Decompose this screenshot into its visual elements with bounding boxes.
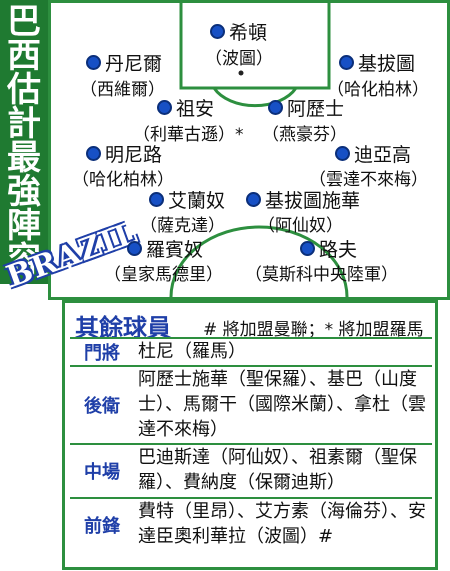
player-dot-icon xyxy=(246,192,261,207)
player-club: （莫斯科中央陸軍） xyxy=(245,265,398,285)
reserves-row-label: 中場 xyxy=(84,462,120,483)
reserves-row-players: 杜尼（羅馬） xyxy=(138,341,246,362)
title-char: 計 xyxy=(7,104,41,144)
player-club: （哈化柏林） xyxy=(327,80,429,100)
reserves-panel: 其餘球員 # 將加盟曼聯；* 將加盟羅馬 門將 杜尼（羅馬） 後衛 阿歷士施華（… xyxy=(62,300,438,570)
divider xyxy=(70,497,432,499)
player-dot-icon xyxy=(86,146,101,161)
title-char: 估 xyxy=(7,70,41,110)
title-char: 強 xyxy=(7,172,41,212)
reserves-row-players: 阿歷士施華（聖保羅）、基巴（山度士）、馬爾干（國際米蘭）、拿杜（雲達不來梅） xyxy=(138,369,426,440)
reserves-row-players: 費特（里昂）、艾方素（海倫芬）、安達臣奧利華拉（波圖）# xyxy=(138,501,426,547)
player-name: 祖安 xyxy=(176,98,215,120)
player-dot-icon xyxy=(149,192,164,207)
reserves-row-players: 巴迪斯達（阿仙奴）、祖素爾（聖保羅）、費納度（保爾迪斯） xyxy=(138,447,417,493)
player-club: （薩克達） xyxy=(140,216,225,236)
player-name: 阿歷士 xyxy=(287,98,345,120)
player-name: 明尼路 xyxy=(105,144,163,166)
player-club: （阿仙奴） xyxy=(258,216,343,236)
reserves-note: # 將加盟曼聯；* 將加盟羅馬 xyxy=(203,320,424,340)
reserves-row-midfielders: 中場 巴迪斯達（阿仙奴）、祖素爾（聖保羅）、費納度（保爾迪斯） xyxy=(70,445,432,497)
player-name: 希頓 xyxy=(229,22,268,44)
player-dot-icon xyxy=(210,24,225,39)
player-left-mid: 明尼路 xyxy=(86,140,162,167)
player-forward-left: 羅賓奴 xyxy=(127,235,203,262)
football-pitch xyxy=(48,0,450,300)
player-club: （哈化柏林） xyxy=(72,170,174,190)
reserves-row-label: 後衛 xyxy=(84,396,120,417)
reserves-row-label: 前鋒 xyxy=(84,516,120,537)
player-dot-icon xyxy=(127,241,142,256)
player-left-back: 丹尼爾 xyxy=(86,49,162,76)
player-name: 路夫 xyxy=(319,239,358,261)
player-name: 羅賓奴 xyxy=(146,239,204,261)
player-club: （利華古遜）* xyxy=(133,125,244,145)
player-name: 基拔圖 xyxy=(358,53,416,75)
reserves-row-goalkeepers: 門將 杜尼（羅馬） xyxy=(70,339,432,365)
title-char: 最 xyxy=(7,138,41,178)
divider xyxy=(70,365,432,367)
player-club: （波圖） xyxy=(205,49,273,69)
pitch-markings xyxy=(169,3,349,297)
player-right-mid: 迪亞高 xyxy=(335,140,411,167)
title-char: 容 xyxy=(7,240,41,280)
reserves-row-label: 門將 xyxy=(84,343,120,364)
player-club: （西維爾） xyxy=(80,80,165,100)
player-goalkeeper: 希頓 xyxy=(210,18,267,45)
player-centre-mid-right: 基拔圖施華 xyxy=(246,186,360,213)
title-char: 西 xyxy=(7,36,41,76)
title-char: 陣 xyxy=(7,206,41,246)
player-name: 丹尼爾 xyxy=(105,53,163,75)
player-right-back: 基拔圖 xyxy=(339,49,415,76)
player-club: （燕豪芬） xyxy=(262,125,347,145)
title-strip: 巴 西 估 計 最 強 陣 容 xyxy=(0,0,48,284)
player-name: 基拔圖施華 xyxy=(265,190,361,212)
divider xyxy=(70,337,432,339)
reserves-row-forwards: 前鋒 費特（里昂）、艾方素（海倫芬）、安達臣奧利華拉（波圖）# xyxy=(70,499,432,551)
player-name: 迪亞高 xyxy=(354,144,412,166)
player-club: （雲達不來梅） xyxy=(309,170,428,190)
player-centre-back-right: 阿歷士 xyxy=(268,94,344,121)
player-dot-icon xyxy=(86,55,101,70)
player-forward-right: 路夫 xyxy=(300,235,357,262)
title-char: 巴 xyxy=(7,2,41,42)
player-dot-icon xyxy=(300,241,315,256)
player-centre-mid-left: 艾蘭奴 xyxy=(149,186,225,213)
reserves-row-defenders: 後衛 阿歷士施華（聖保羅）、基巴（山度士）、馬爾干（國際米蘭）、拿杜（雲達不來梅… xyxy=(70,367,432,443)
divider xyxy=(70,443,432,445)
player-club: （皇家馬德里） xyxy=(104,265,223,285)
player-dot-icon xyxy=(157,100,172,115)
player-dot-icon xyxy=(339,55,354,70)
player-centre-back-left: 祖安 xyxy=(157,94,214,121)
player-dot-icon xyxy=(268,100,283,115)
player-dot-icon xyxy=(335,146,350,161)
player-name: 艾蘭奴 xyxy=(168,190,226,212)
